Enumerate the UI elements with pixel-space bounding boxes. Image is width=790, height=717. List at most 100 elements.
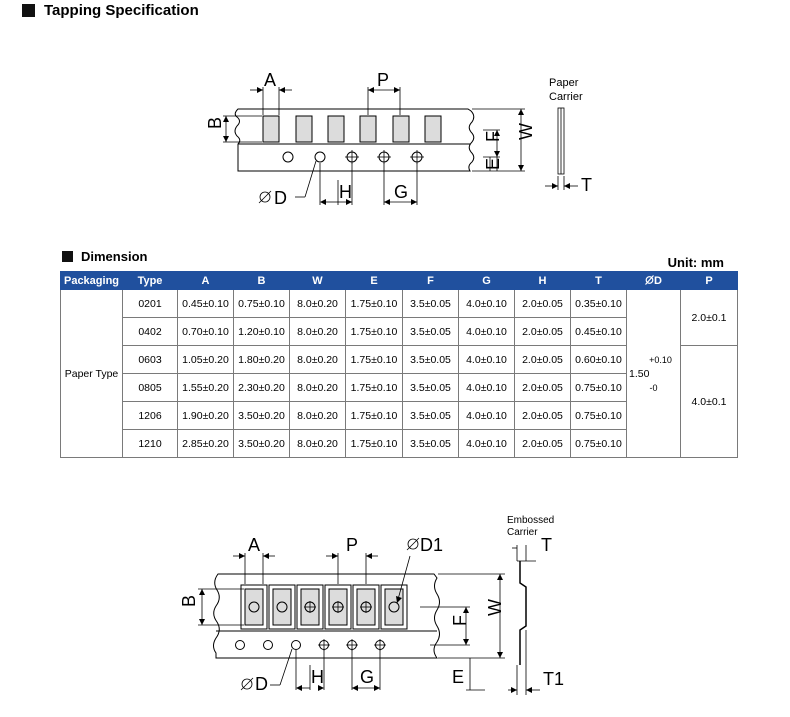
dimension-table: Packaging Type A B W E F G H T D P Paper… [60,271,738,458]
cell-d: +0.10 1.50 -0 [626,289,681,458]
sprocket-hole [347,640,357,650]
sprocket-hole [314,151,326,163]
cell-f: 3.5±0.05 [402,289,459,318]
header-a: A [177,271,234,290]
cell-type: 0402 [122,317,178,346]
embossed-carrier-label-2: Carrier [507,527,538,538]
cell-g: 4.0±0.10 [458,289,515,318]
square-bullet-icon [62,251,73,262]
header-f: F [402,271,459,290]
cell-type: 1210 [122,429,178,458]
cell-type: 0603 [122,345,178,374]
table-row: 0402 0.70±0.10 1.20±0.10 8.0±0.20 1.75±0… [61,317,738,346]
cell-t: 0.75±0.10 [570,373,627,402]
cell-w: 8.0±0.20 [289,429,346,458]
header-w: W [289,271,346,290]
cell-e: 1.75±0.10 [345,317,403,346]
cell-b: 2.30±0.20 [233,373,290,402]
pocket [324,584,352,630]
cell-b: 1.80±0.20 [233,345,290,374]
cell-a: 1.55±0.20 [177,373,234,402]
label-P: P [346,535,358,555]
section-title-tapping: Tapping Specification [22,2,199,19]
cell-e: 1.75±0.10 [345,401,403,430]
cell-h: 2.0±0.05 [514,429,571,458]
header-g: G [458,271,515,290]
label-T: T [581,175,592,195]
label-E: E [483,158,503,170]
table-row: 1210 2.85±0.20 3.50±0.20 8.0±0.20 1.75±0… [61,429,738,458]
header-packaging: Packaging [60,271,123,290]
embossed-carrier-label-1: Embossed [507,515,554,526]
header-t: T [570,271,627,290]
cell-h: 2.0±0.05 [514,317,571,346]
cell-a: 1.90±0.20 [177,401,234,430]
cell-p-large: 4.0±0.1 [680,345,738,458]
cell-t: 0.75±0.10 [570,401,627,430]
label-T1: T1 [543,669,564,689]
sprocket-hole [375,640,385,650]
cell-w: 8.0±0.20 [289,317,346,346]
label-A: A [248,535,260,555]
paper-pockets [262,115,442,143]
paper-carrier-label-1: Paper [549,77,579,89]
section-title-text: Tapping Specification [44,2,199,19]
cell-g: 4.0±0.10 [458,401,515,430]
table-row: Paper Type 0201 0.45±0.10 0.75±0.10 8.0±… [60,289,738,458]
cell-g: 4.0±0.10 [458,429,515,458]
section-title-text: Dimension [81,249,148,264]
label-G: G [360,667,374,687]
cell-type: 0201 [122,289,178,318]
label-W: W [516,123,536,140]
cell-t: 0.75±0.10 [570,429,627,458]
diameter-icon [240,677,254,691]
packaging-cell: Paper Type [60,289,123,458]
cell-e: 1.75±0.10 [345,345,403,374]
cell-f: 3.5±0.05 [402,373,459,402]
label-G: G [394,182,408,202]
sprocket-hole [235,640,245,650]
pocket [262,115,280,143]
label-D: D [274,188,287,208]
label-T: T [541,535,552,555]
cell-a: 0.70±0.10 [177,317,234,346]
pocket [268,584,296,630]
cell-p-small: 2.0±0.1 [680,289,738,346]
table-row: 1206 1.90±0.20 3.50±0.20 8.0±0.20 1.75±0… [61,401,738,430]
cell-w: 8.0±0.20 [289,345,346,374]
cell-a: 2.85±0.20 [177,429,234,458]
header-h: H [514,271,571,290]
diameter-icon [258,190,272,204]
pocket [380,584,408,630]
label-D: D [255,674,268,694]
unit-label: Unit: mm [667,255,724,270]
cell-e: 1.75±0.10 [345,429,403,458]
square-bullet-icon [22,4,35,17]
cell-h: 2.0±0.05 [514,345,571,374]
label-H: H [339,182,352,202]
embossed-pockets [240,584,408,630]
cell-h: 2.0±0.05 [514,401,571,430]
header-e: E [345,271,403,290]
diameter-icon [645,274,654,285]
cell-type: 1206 [122,401,178,430]
pocket [359,115,377,143]
cell-f: 3.5±0.05 [402,345,459,374]
table-row: 0805 1.55±0.20 2.30±0.20 8.0±0.20 1.75±0… [61,373,738,402]
header-b: B [233,271,290,290]
cell-f: 3.5±0.05 [402,317,459,346]
sprocket-hole [282,151,294,163]
sprocket-hole [291,640,301,650]
pocket [424,115,442,143]
pocket [327,115,345,143]
cell-h: 2.0±0.05 [514,289,571,318]
label-F: F [483,131,503,142]
pocket [296,584,324,630]
table-header-row: Packaging Type A B W E F G H T D P [60,271,738,290]
pocket [240,584,268,630]
cell-type: 0805 [122,373,178,402]
cell-a: 1.05±0.20 [177,345,234,374]
cell-b: 1.20±0.10 [233,317,290,346]
pocket [392,115,410,143]
cell-t: 0.45±0.10 [570,317,627,346]
